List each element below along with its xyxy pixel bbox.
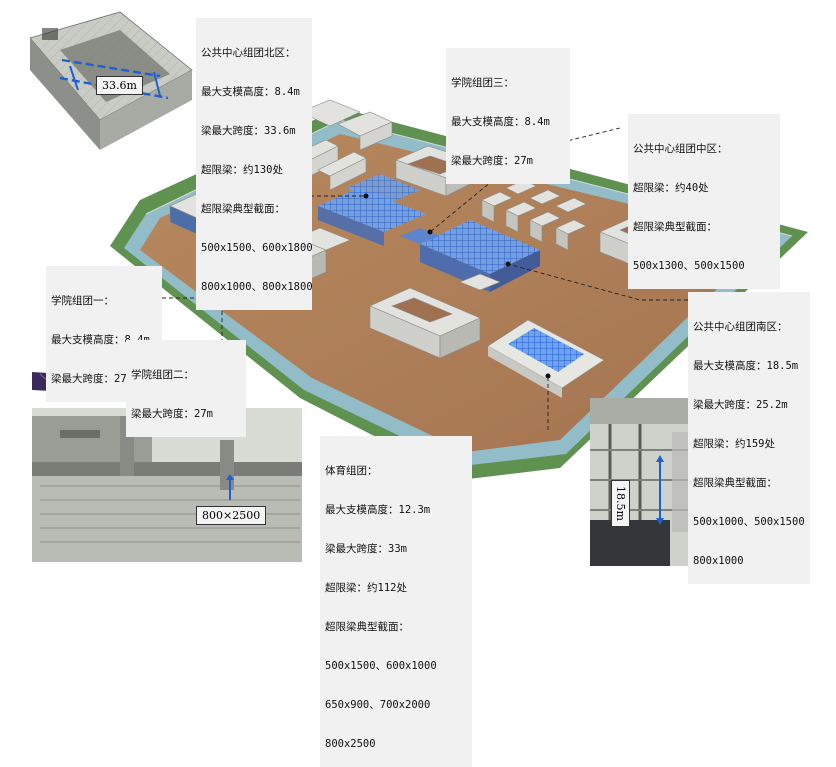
span-dimension-tag: 33.6m — [96, 76, 143, 95]
buildings-south — [369, 273, 501, 359]
label-north: 公共中心组团北区： 最大支模高度：8.4m 梁最大跨度：33.6m 超限梁：约1… — [196, 18, 313, 310]
inset-north-detail — [22, 11, 194, 156]
label-middle: 公共中心组团中区： 超限梁：约40处 超限梁典型截面： 500x1300、500… — [628, 114, 780, 289]
label-sports: 体育组团： 最大支模高度：12.3m 梁最大跨度：33m 超限梁：约112处 超… — [320, 436, 472, 767]
formwork-north — [318, 174, 426, 246]
label-south: 公共中心组团南区： 最大支模高度：18.5m 梁最大跨度：25.2m 超限梁：约… — [688, 292, 810, 584]
label-college2: 学院组团二： 梁最大跨度：27m — [126, 340, 246, 437]
label-college3: 学院组团三： 最大支模高度：8.4m 梁最大跨度：27m — [446, 48, 570, 184]
height-dimension-tag: 18.5m — [611, 480, 630, 527]
beam-section-tag: 800×2500 — [196, 506, 267, 525]
building-sports — [487, 319, 605, 398]
